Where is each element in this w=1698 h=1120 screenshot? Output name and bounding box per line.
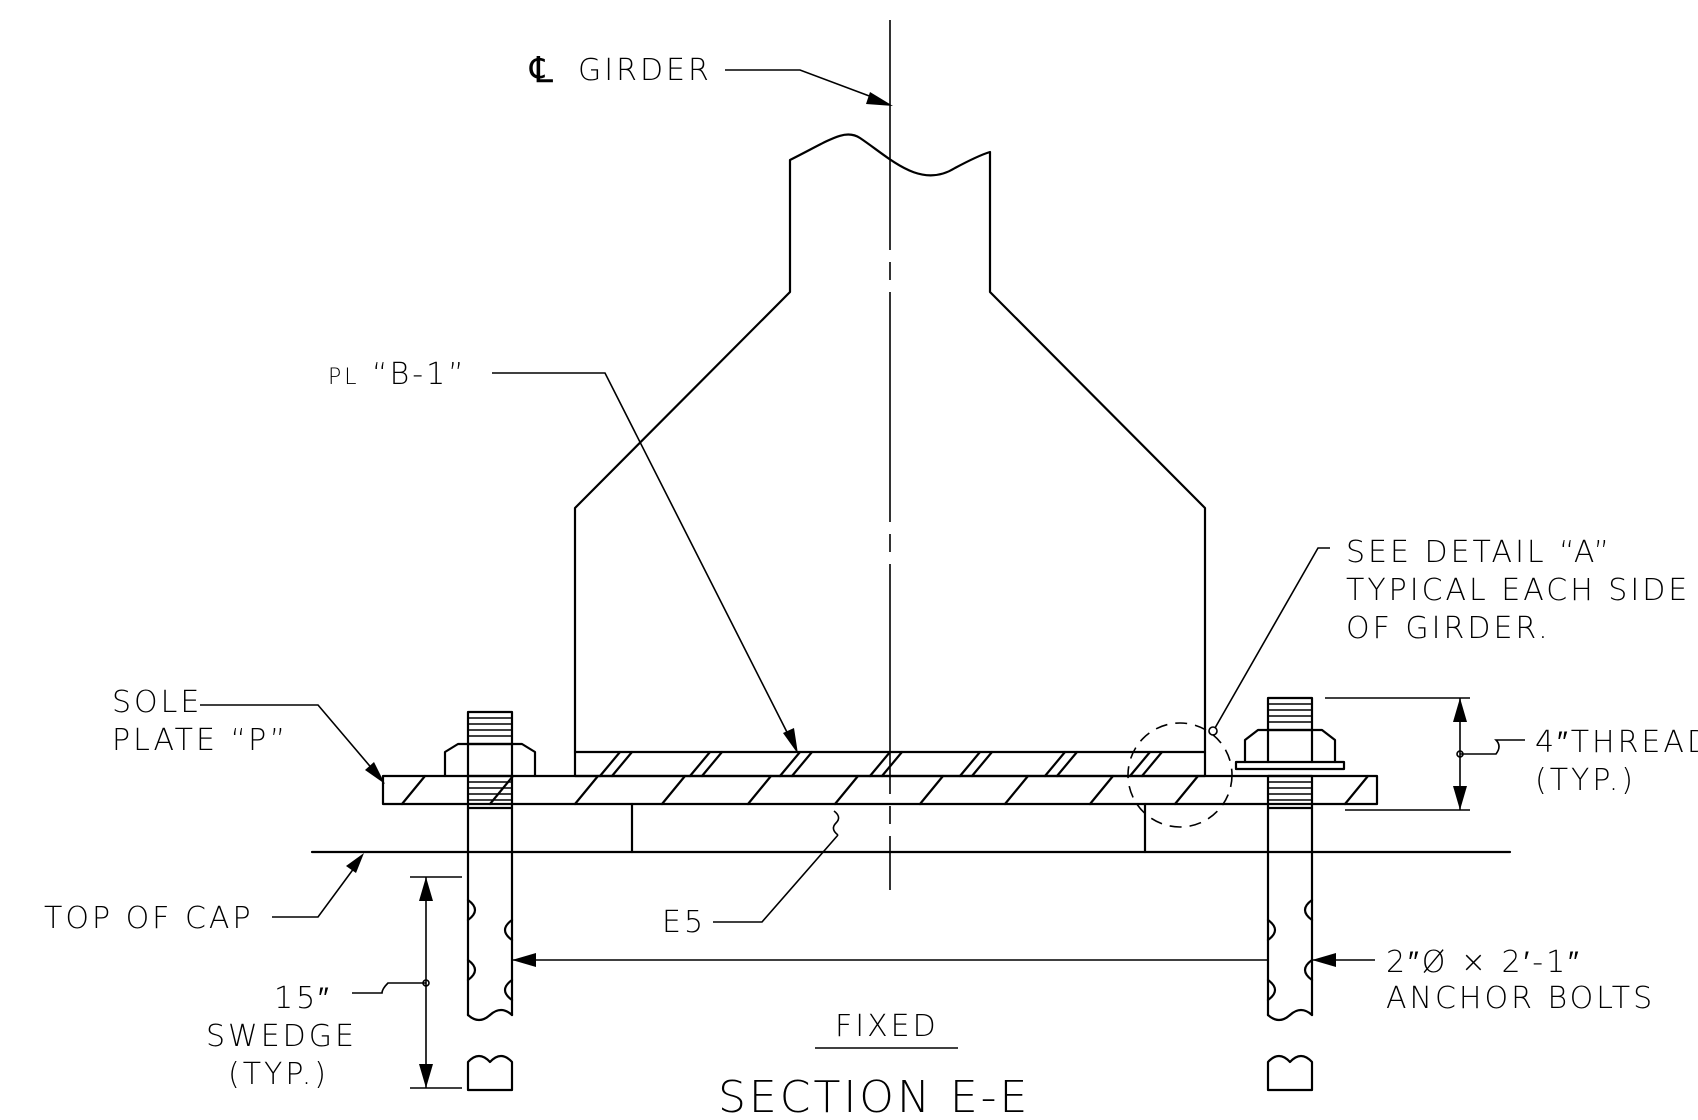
right-anchor-bolt	[1234, 696, 1346, 1092]
pl-b1-leader	[492, 372, 798, 754]
fixed-label: FIXED	[835, 1009, 939, 1044]
top-of-cap-label: TOP OF CAP	[44, 901, 254, 936]
cl-girder-label: GIRDER	[578, 53, 712, 88]
detail-a-circle	[1127, 722, 1233, 828]
anchor-bolts-leader	[512, 953, 1375, 967]
e5-label: E5	[662, 905, 706, 940]
top-of-cap-leader	[272, 853, 364, 918]
cl-girder-leader	[725, 69, 893, 106]
see-detail-line2: TYPICAL EACH SIDE	[1346, 573, 1690, 608]
swedge-line2: SWEDGE	[206, 1019, 357, 1054]
see-detail-line3: OF GIRDER.	[1346, 611, 1551, 646]
sole-plate-line2: PLATE “P”	[112, 723, 288, 758]
girder-outline	[573, 133, 1207, 754]
pl-b1-label: “B-1”	[372, 357, 467, 392]
elastomeric-pad-e5	[630, 802, 1147, 854]
e5-leader	[713, 810, 840, 923]
sole-plate-p	[381, 774, 1379, 806]
anchor-bolts-line1: 2″Ø × 2′-1″	[1386, 945, 1582, 980]
see-detail-line1: SEE DETAIL “A”	[1346, 535, 1612, 570]
sole-plate-line1: SOLE	[112, 685, 202, 720]
thread-label-line1: 4″THREAD	[1535, 725, 1698, 760]
cl-symbol: ℄	[529, 50, 556, 91]
swedge-dimension	[352, 876, 462, 1089]
sole-plate-leader	[200, 704, 385, 784]
left-anchor-bolt	[443, 710, 537, 1092]
anchor-bolts-line2: ANCHOR BOLTS	[1386, 981, 1655, 1016]
detail-a-leader	[1208, 547, 1330, 736]
section-title: SECTION E-E	[718, 1072, 1030, 1120]
thread-dimension	[1325, 697, 1525, 811]
thread-label-line2: (TYP.)	[1535, 763, 1636, 798]
swedge-line3: (TYP.)	[228, 1057, 329, 1092]
pl-symbol: PL	[328, 365, 360, 390]
swedge-line1: 15″	[274, 981, 332, 1016]
